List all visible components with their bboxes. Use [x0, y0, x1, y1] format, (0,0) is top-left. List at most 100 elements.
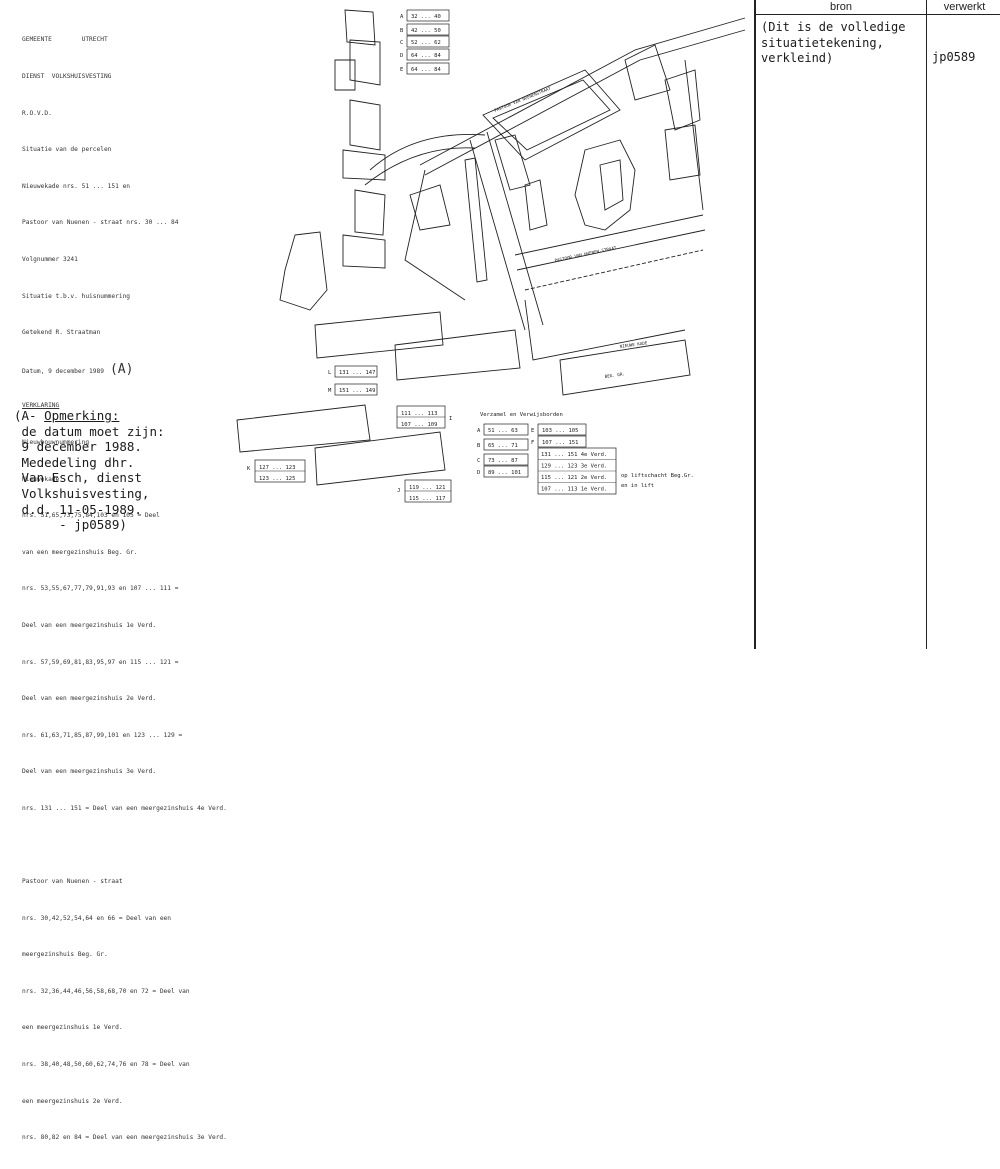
key-box	[537, 423, 587, 436]
key-range: 65 ... 71	[488, 443, 518, 449]
house-group	[279, 231, 328, 311]
header-line: Getekend R. Straatman	[22, 329, 101, 337]
verzamel-title: Verzamel en Verwijsborden	[480, 412, 563, 418]
handwritten-remark: (A- Opmerking: de datum moet zijn: 9 dec…	[14, 408, 214, 533]
header-line: Situatie t.b.v. huisnummering	[22, 292, 131, 300]
legend-line: nrs. 131 ... 151 = Deel van een meergezi…	[22, 804, 227, 812]
street-line	[524, 249, 704, 291]
header-line: Pastoor van Nuenen - straat nrs. 30 ... …	[22, 219, 179, 227]
verzamel-borden: Verzamel en Verwijsborden A 51 ... 63 B …	[477, 412, 694, 495]
legend-line: meergezinshuis Beg. Gr.	[22, 951, 108, 959]
key-range: 119 ... 121	[409, 485, 445, 491]
key-box	[537, 435, 587, 448]
key-range: 42 ... 50	[411, 28, 441, 34]
key-box	[406, 35, 450, 48]
building-block	[664, 69, 701, 131]
archive-side-panel: bron verwerkt (Dit is de volledige situa…	[754, 0, 1000, 649]
key-top-group: A 32 ... 40 B 42 ... 50 C 52 ... 62 D 64…	[400, 9, 450, 75]
key-range: 89 ... 101	[488, 470, 521, 476]
building-block	[494, 134, 531, 191]
street-line	[486, 131, 544, 326]
key-L-M: L 131 ... 147 M 151 ... 149	[328, 365, 378, 396]
key-range: 64 ... 84	[411, 53, 441, 59]
legend-line	[22, 839, 262, 851]
legend-line: van een meergezinshuis Beg. Gr.	[22, 548, 138, 556]
legend-line: een meergezinshuis 1e Verd.	[22, 1024, 123, 1032]
header-line: GEMEENTE UTRECHT	[22, 36, 108, 44]
building-block	[624, 44, 671, 101]
legend-line: een meergezinshuis 2e Verd.	[22, 1097, 123, 1105]
header-line: Volgnummer 3241	[22, 255, 78, 263]
key-letter: M	[328, 388, 332, 394]
bron-header: bron	[756, 0, 926, 15]
row-houses	[314, 311, 444, 359]
key-letter: C	[400, 40, 403, 46]
remark-line: de datum moet zijn:	[14, 423, 165, 439]
key-range: 151 ... 149	[339, 388, 375, 394]
street-line	[684, 59, 704, 211]
verwerkt-text: jp0589	[932, 50, 976, 64]
key-letter: F	[531, 440, 534, 446]
legend-line: nrs. 61,63,71,85,87,99,101 en 123 ... 12…	[22, 731, 183, 739]
floor-line: 129 ... 123 3e Verd.	[541, 464, 607, 470]
street-line	[469, 139, 526, 331]
street-line	[516, 229, 706, 271]
key-range: 103 ... 105	[542, 428, 578, 434]
key-letter: E	[531, 428, 534, 434]
remark-line: d.d. 11-05-1989.	[14, 501, 142, 517]
verwerkt-header: verwerkt	[927, 0, 1000, 15]
key-box	[334, 365, 378, 378]
building-block	[409, 184, 451, 231]
legend-line: Deel van een meergezinshuis 2e Verd.	[22, 695, 157, 703]
key-range: 64 ... 84	[411, 67, 441, 73]
key-letter: B	[400, 28, 404, 34]
legend-line: nrs. 80,82 en 84 = Deel van een meergezi…	[22, 1134, 227, 1142]
building-block	[574, 139, 636, 231]
legend-line: Pastoor van Nuenen - straat	[22, 878, 123, 886]
street-label: BEG. GR.	[604, 371, 625, 379]
building-block	[482, 69, 621, 161]
street-line	[524, 299, 686, 361]
key-letter: L	[328, 370, 332, 376]
header-line: Situatie van de percelen	[22, 146, 112, 154]
key-range: 115 ... 117	[409, 496, 445, 502]
spire	[464, 157, 488, 283]
date-line: Datum, 9 december 1989(A)	[22, 363, 262, 376]
remark-title: Opmerking:	[44, 408, 120, 423]
legend-line: Nieuwbouwnummering	[22, 438, 90, 446]
key-range: 107 ... 109	[401, 422, 437, 428]
key-box	[334, 383, 378, 396]
remark-prefix: (A-	[14, 408, 45, 423]
key-box	[483, 453, 529, 466]
row-houses	[314, 431, 446, 486]
key-range: 123 ... 125	[259, 476, 295, 482]
building-block	[664, 124, 701, 181]
key-range: 32 ... 40	[411, 14, 441, 20]
key-letter: I	[449, 416, 452, 422]
key-letter: J	[397, 488, 400, 494]
house-group	[344, 9, 376, 46]
key-box	[406, 62, 450, 75]
legend-line: nrs. 38,40,48,50,60,62,74,76 en 78 = Dee…	[22, 1061, 190, 1069]
legend-line: nrs. 32,36,44,46,56,58,68,70 en 72 = Dee…	[22, 987, 190, 995]
key-range: 127 ... 123	[259, 465, 295, 471]
bron-text: (Dit is de volledige situatietekening, v…	[761, 20, 906, 65]
key-box	[406, 23, 450, 36]
key-box	[483, 465, 529, 478]
legend-line: nrs. 30,42,52,54,64 en 66 = Deel van een	[22, 914, 172, 922]
row-houses	[236, 404, 371, 453]
key-box	[483, 423, 529, 436]
key-range: 107 ... 151	[542, 440, 578, 446]
floor-line: 115 ... 121 2e Verd.	[541, 475, 607, 481]
key-letter: C	[477, 458, 480, 464]
street-line	[514, 214, 704, 256]
key-letter: A	[400, 14, 404, 20]
key-range: 52 ... 62	[411, 40, 441, 46]
remark-line: Mededeling dhr.	[14, 454, 135, 470]
house-group	[334, 59, 356, 91]
key-range: 51 ... 63	[488, 428, 518, 434]
street-label: NIEUWE KADE	[619, 340, 648, 349]
legend-line: nrs. 53,55,67,77,79,91,93 en 107 ... 111…	[22, 585, 179, 593]
lift-note: en in lift	[621, 483, 654, 489]
scanned-document: GEMEENTE UTRECHT DIENST VOLKSHUISVESTING…	[0, 0, 754, 1141]
